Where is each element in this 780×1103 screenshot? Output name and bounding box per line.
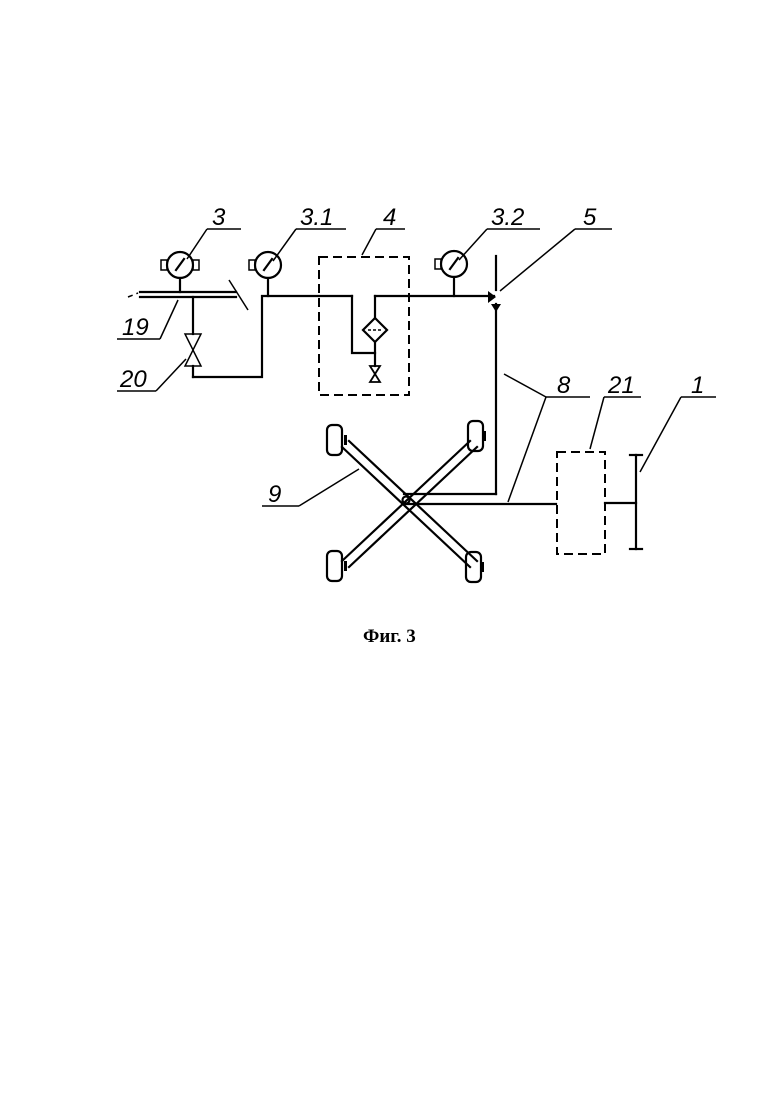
label-5: 5 [583, 204, 597, 231]
label-19: 19 [122, 314, 149, 341]
pressure-gauge-3-1 [249, 252, 281, 296]
label-3: 3 [212, 204, 226, 231]
wheel-bottom-left [327, 551, 347, 581]
block-21 [557, 452, 636, 554]
label-1: 1 [691, 372, 704, 399]
label-20: 20 [119, 366, 147, 393]
label-4: 4 [383, 204, 396, 231]
pressure-gauge-3 [161, 252, 199, 292]
leader-lines [117, 229, 716, 506]
pipe-19 [128, 280, 248, 310]
label-21: 21 [607, 372, 635, 399]
label-3-1: 3.1 [300, 204, 333, 231]
element-5 [488, 256, 501, 494]
wheel-top-left [327, 425, 347, 455]
pressure-gauge-3-2 [435, 251, 467, 296]
block-4 [319, 257, 409, 395]
label-3-2: 3.2 [491, 204, 524, 231]
figure-caption: Фиг. 3 [363, 626, 416, 647]
label-8: 8 [557, 372, 571, 399]
pipe-main [193, 296, 494, 377]
label-9: 9 [268, 481, 281, 508]
valve-20 [185, 297, 201, 377]
